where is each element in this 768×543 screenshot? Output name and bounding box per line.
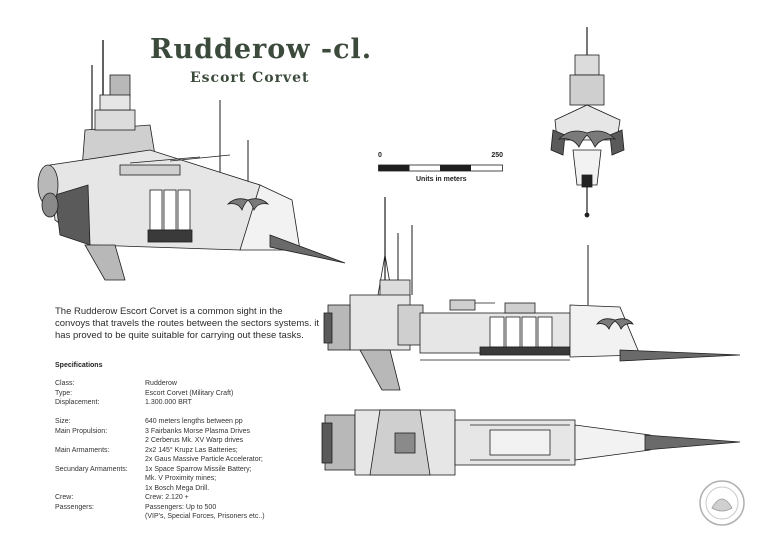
scale-start-label: 0 xyxy=(378,152,382,159)
spec-label: Type: xyxy=(55,389,73,397)
spec-row: Crew: Crew: 2.120 + xyxy=(55,493,265,503)
spec-row: Secundary Armaments: 1x Space Sparrow Mis… xyxy=(55,465,265,475)
spec-label xyxy=(55,474,145,484)
intro-paragraph: The Rudderow Escort Corvet is a common s… xyxy=(55,306,320,341)
spec-value: Passengers: Up to 500 xyxy=(145,503,217,511)
spec-value: (VIP's, Special Forces, Prisoners etc..) xyxy=(145,513,265,520)
spec-label xyxy=(55,484,145,494)
scale-bar: 0 250 Units in meters xyxy=(378,152,503,188)
front-view xyxy=(550,27,625,218)
spec-label: Main Propulsion: xyxy=(55,427,108,435)
spec-value: 640 meters lengths between pp xyxy=(145,418,243,425)
spec-value: 3 Fairbanks Morse Plasma Drives xyxy=(145,427,251,435)
page-subtitle: Escort Corvet xyxy=(190,70,310,86)
spec-label: Passengers: xyxy=(55,503,94,511)
page-title: Rudderow -cl. xyxy=(150,34,373,65)
perspective-view xyxy=(37,40,346,281)
spec-label xyxy=(55,436,145,446)
spec-value: Mk. V Proximity mines; xyxy=(145,475,217,482)
spec-value: Rudderow xyxy=(145,380,177,387)
spec-row: Passengers: Passengers: Up to 500 xyxy=(55,503,265,513)
scale-end-label: 250 xyxy=(491,152,503,159)
spec-row: Main Armaments: 2x2 145° Krupz Las Batter… xyxy=(55,446,265,456)
spec-label xyxy=(55,455,145,465)
spec-label: Main Armaments: xyxy=(55,446,110,454)
spec-row: Class: Rudderow xyxy=(55,379,265,389)
spec-row: Main Propulsion: 3 Fairbanks Morse Plasma… xyxy=(55,427,265,437)
spec-value: 2 Cerberus Mk. XV Warp drives xyxy=(145,437,244,444)
spec-value: 1.300.000 BRT xyxy=(145,399,192,406)
spec-value: 1x Bosch Mega Drill. xyxy=(145,484,210,492)
spec-label: Size: xyxy=(55,418,71,425)
spec-spacer xyxy=(55,408,265,418)
side-view xyxy=(323,197,741,391)
spec-value: Escort Corvet (Military Craft) xyxy=(145,389,234,397)
spec-label xyxy=(55,512,145,522)
spec-row: 2 Cerberus Mk. XV Warp drives xyxy=(55,436,265,446)
spec-row: Mk. V Proximity mines; xyxy=(55,474,265,484)
spec-label: Secundary Armaments: xyxy=(55,465,128,473)
spec-value: 2x Gaus Massive Particle Accelerator; xyxy=(145,456,263,463)
scale-ruler xyxy=(378,164,503,172)
spec-value: 2x2 145° Krupz Las Batteries; xyxy=(145,446,238,454)
spec-value: 1x Space Sparrow Missile Battery; xyxy=(145,465,252,473)
spec-label: Crew: xyxy=(55,494,74,501)
spec-row: Size: 640 meters lengths between pp xyxy=(55,417,265,427)
spec-label: Displacement: xyxy=(55,399,100,406)
seal-stamp xyxy=(699,480,745,526)
spec-row: Type: Escort Corvet (Military Craft) xyxy=(55,389,265,399)
top-view xyxy=(321,409,741,476)
specifications-heading: Specifications xyxy=(55,362,103,369)
spec-row: Displacement: 1.300.000 BRT xyxy=(55,398,265,408)
spec-row: 1x Bosch Mega Drill. xyxy=(55,484,265,494)
scale-caption: Units in meters xyxy=(416,176,467,183)
spec-label: Class: xyxy=(55,380,75,387)
spec-row: 2x Gaus Massive Particle Accelerator; xyxy=(55,455,265,465)
spec-row: (VIP's, Special Forces, Prisoners etc..) xyxy=(55,512,265,522)
spec-value: Crew: 2.120 + xyxy=(145,494,189,501)
